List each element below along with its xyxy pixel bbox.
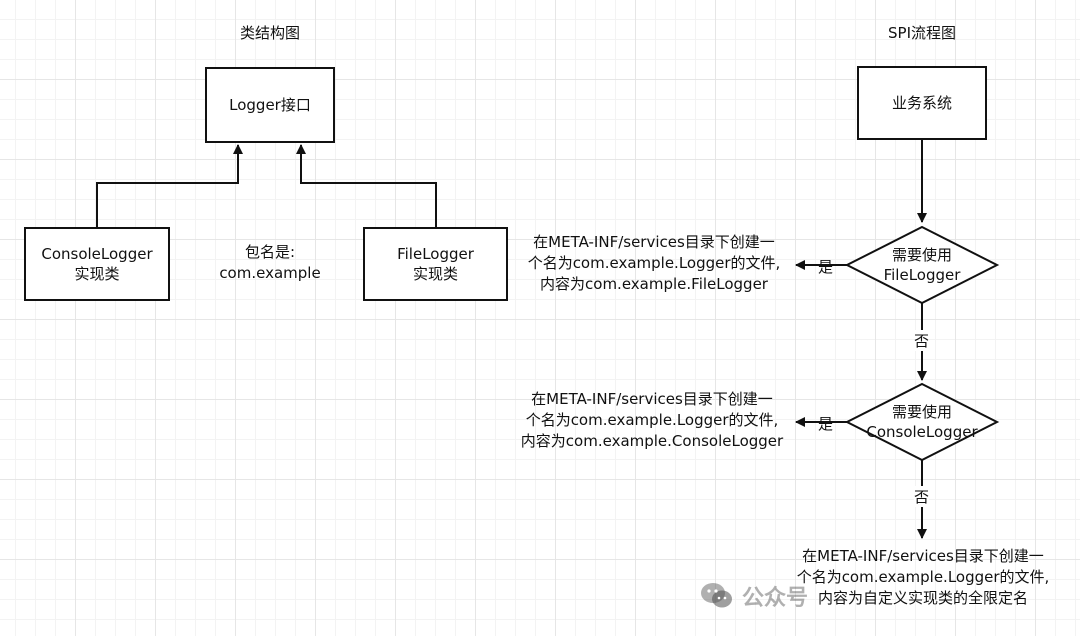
package-name-note: 包名是: com.example xyxy=(219,243,321,282)
console-logger-box: ConsoleLogger 实现类 xyxy=(24,227,170,301)
watermark-text: 公众号 xyxy=(742,586,809,611)
no-label-2: 否 xyxy=(914,486,930,507)
action3-note: 在META-INF/services目录下创建一 个名为com.example.… xyxy=(796,547,1050,607)
action1-note: 在META-INF/services目录下创建一 个名为com.example.… xyxy=(527,233,781,293)
business-system-box: 业务系统 xyxy=(857,66,987,140)
no-label-1: 否 xyxy=(914,330,930,351)
decision1-label: 需要使用 FileLogger xyxy=(883,246,961,284)
action2-note: 在META-INF/services目录下创建一 个名为com.example.… xyxy=(520,390,784,450)
file-logger-box: FileLogger 实现类 xyxy=(363,227,508,301)
decision2-label: 需要使用 ConsoleLogger xyxy=(866,403,978,441)
spi-flow-title: SPI流程图 xyxy=(888,24,956,42)
yes-label-2: 是 xyxy=(818,415,834,433)
yes-label-1: 是 xyxy=(818,258,834,276)
watermark: 公众号 xyxy=(700,580,808,612)
decision1-diamond xyxy=(844,225,1000,305)
decision2-diamond xyxy=(844,382,1000,462)
logger-interface-box: Logger接口 xyxy=(205,67,335,143)
wechat-icon xyxy=(701,583,732,608)
console-to-interface-connector xyxy=(96,144,243,227)
file-to-interface-connector xyxy=(296,144,437,227)
class-diagram-title: 类结构图 xyxy=(239,24,300,42)
